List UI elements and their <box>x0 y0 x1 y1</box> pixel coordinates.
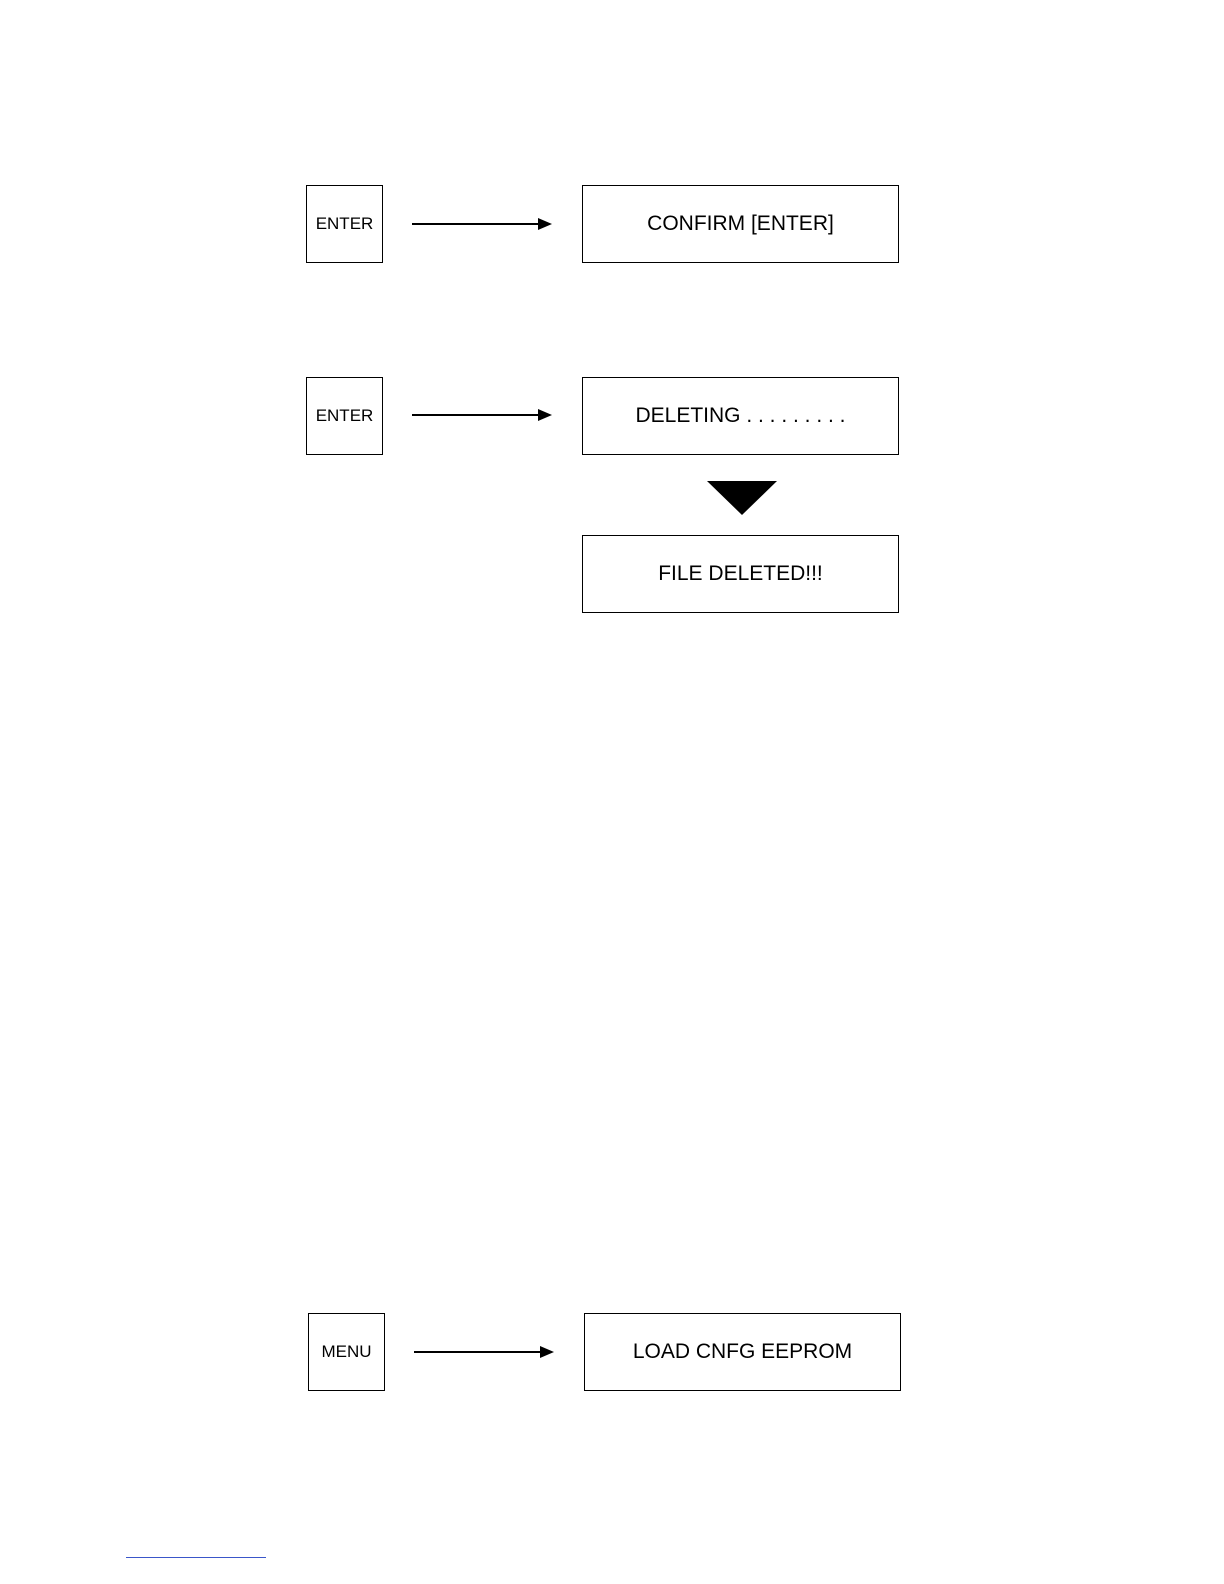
file-deleted-screen: FILE DELETED!!! <box>582 535 899 613</box>
deleting-screen: DELETING . . . . . . . . . <box>582 377 899 455</box>
menu-key-box: MENU <box>308 1313 385 1391</box>
load-config-screen-text: LOAD CNFG EEPROM <box>633 1340 852 1364</box>
menu-key-label: MENU <box>321 1342 371 1362</box>
confirm-screen-text: CONFIRM [ENTER] <box>647 212 834 236</box>
down-triangle-icon <box>707 481 777 515</box>
enter-key-label: ENTER <box>316 406 374 426</box>
deleting-screen-text: DELETING . . . . . . . . . <box>635 404 845 428</box>
enter-key-label: ENTER <box>316 214 374 234</box>
enter-key-box: ENTER <box>306 185 383 263</box>
right-arrow-icon <box>412 217 552 231</box>
load-config-screen: LOAD CNFG EEPROM <box>584 1313 901 1391</box>
file-deleted-screen-text: FILE DELETED!!! <box>658 562 823 586</box>
confirm-screen: CONFIRM [ENTER] <box>582 185 899 263</box>
right-arrow-icon <box>414 1345 554 1359</box>
enter-key-box: ENTER <box>306 377 383 455</box>
footer-rule <box>126 1557 266 1558</box>
right-arrow-icon <box>412 408 552 422</box>
